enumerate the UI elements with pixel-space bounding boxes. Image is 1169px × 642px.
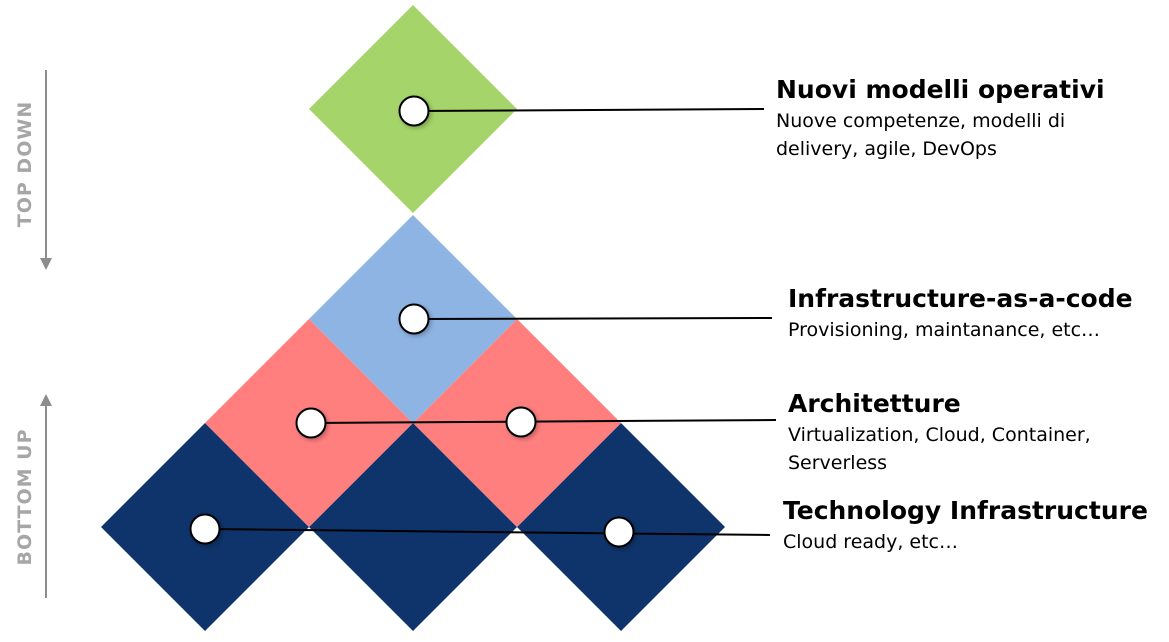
layer-description: Provisioning, maintanance, etc… [788, 319, 1101, 341]
node-nuovi-modelli [398, 95, 430, 127]
bottom-up-arrow [40, 394, 52, 598]
layer-description: Nuove competenze, modelli di delivery, a… [776, 110, 1066, 160]
node-architetture-left [295, 407, 327, 439]
layer-title: Architetture [788, 389, 961, 418]
layer-infra-as-code: Infrastructure-as-a-code Provisioning, m… [788, 284, 1148, 344]
bottom-up-label: BOTTOM UP [14, 428, 36, 566]
layer-architetture: Architetture Virtualization, Cloud, Cont… [788, 389, 1128, 477]
layer-description: Cloud ready, etc… [783, 531, 959, 553]
connector-line-architetture [310, 419, 777, 424]
node-architetture-right [505, 406, 537, 438]
node-infra-as-code [398, 303, 430, 335]
layer-title: Technology Infrastructure [783, 496, 1148, 525]
layer-description: Virtualization, Cloud, Container, Server… [788, 424, 1091, 474]
layer-title: Nuovi modelli operativi [776, 75, 1105, 104]
layer-tech-infra: Technology Infrastructure Cloud ready, e… [783, 496, 1163, 556]
layer-title: Infrastructure-as-a-code [788, 284, 1133, 313]
layer-nuovi-modelli: Nuovi modelli operativi Nuove competenze… [776, 75, 1136, 163]
node-tech-infra-right [603, 516, 635, 548]
top-down-arrow [40, 70, 52, 270]
connector-line-nuovi-modelli [413, 108, 765, 112]
top-down-label: TOP DOWN [14, 100, 36, 228]
connector-line-tech-infra [204, 528, 771, 536]
node-tech-infra-left [189, 513, 221, 545]
connector-line-infra-as-code [413, 317, 773, 320]
